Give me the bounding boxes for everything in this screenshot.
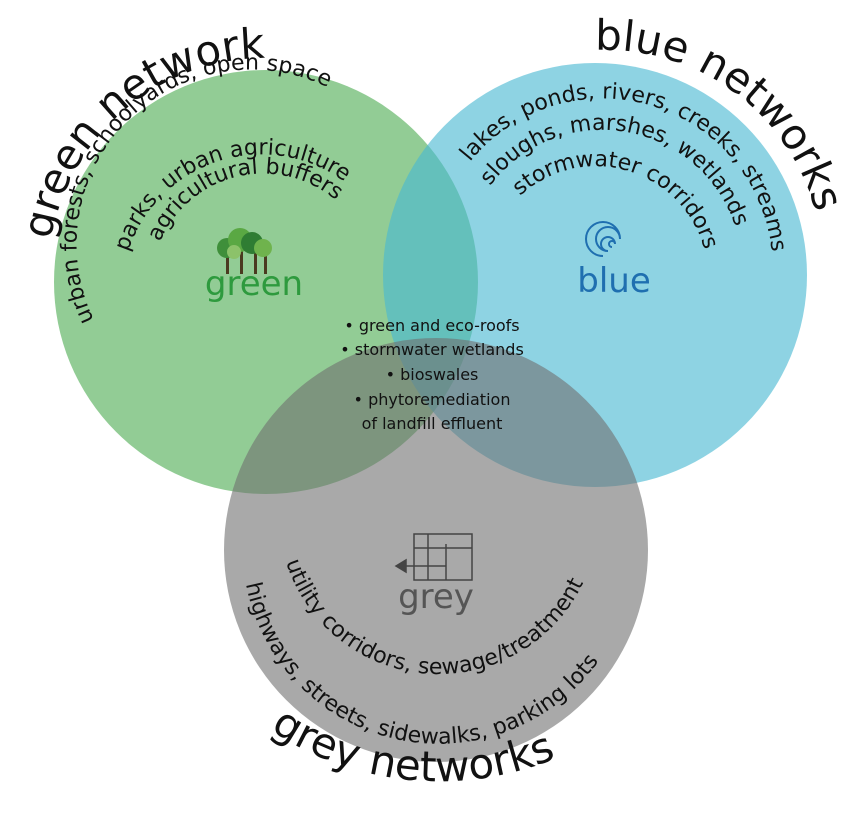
intersection-item: • stormwater wetlands <box>340 340 524 359</box>
grid-arrow-icon <box>394 533 473 581</box>
spiral-icon <box>585 221 621 257</box>
trees-icon <box>217 228 272 274</box>
intersection-item: • bioswales <box>386 365 479 384</box>
green-logo-word: green <box>205 264 303 304</box>
grey-circle <box>224 338 648 762</box>
intersection-item: • phytoremediation <box>354 390 511 409</box>
grey-logo-word: grey <box>398 577 474 617</box>
intersection-item: of landfill effluent <box>362 414 503 433</box>
blue-logo-word: blue <box>577 261 651 301</box>
intersection-item: • green and eco-roofs <box>344 316 519 335</box>
